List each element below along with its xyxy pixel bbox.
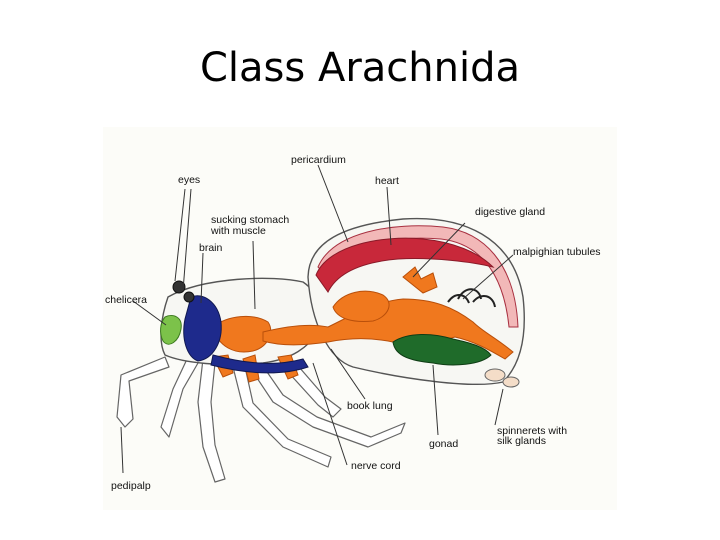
label-nerve-cord: nerve cord [351,461,401,472]
label-pedipalp: pedipalp [111,481,151,492]
slide-title: Class Arachnida [0,44,720,92]
label-book-lung: book lung [347,401,393,412]
label-sucking-stomach-line-2: with muscle [211,226,266,237]
label-chelicera: chelicera [105,295,147,306]
label-spinnerets-line-2: silk glands [497,436,546,447]
label-gonad: gonad [429,439,458,450]
spider-anatomy-diagram: pericardium eyes heart digestive gland s… [103,127,617,510]
label-pericardium: pericardium [291,155,346,166]
label-digestive-gland: digestive gland [475,207,545,218]
label-brain: brain [199,243,222,254]
label-eyes: eyes [178,175,200,186]
label-malpighian-tubules: malpighian tubules [513,247,601,258]
label-heart: heart [375,176,399,187]
